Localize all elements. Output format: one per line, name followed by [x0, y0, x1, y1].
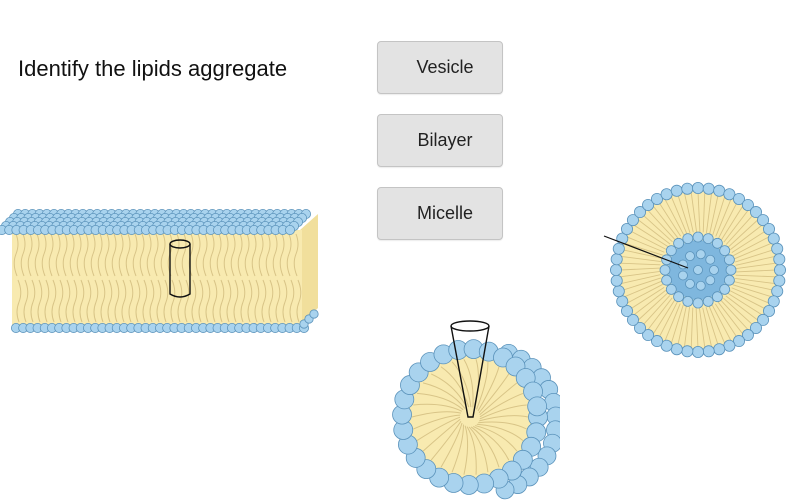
- answer-label-vesicle: Vesicle: [416, 57, 474, 77]
- vesicle-outer-heads: [609, 182, 786, 358]
- vesicle-tails: [619, 191, 777, 349]
- bilayer-top-heads: [0, 208, 311, 235]
- bilayer-bottom-heads: [10, 309, 319, 334]
- vesicle-pointer-line: [603, 235, 689, 269]
- answer-button-bilayer[interactable]: Bilayer: [377, 114, 503, 167]
- micelle-tails: [411, 359, 529, 475]
- answer-button-micelle[interactable]: Micelle: [377, 187, 503, 240]
- bilayer-cylinder-marker: [169, 239, 191, 298]
- answer-button-vesicle[interactable]: Vesicle: [377, 41, 503, 94]
- bilayer-side-face: [300, 214, 318, 326]
- answer-label-micelle: Micelle: [416, 203, 473, 223]
- answer-label-bilayer: Bilayer: [417, 130, 473, 150]
- vesicle-inner-heads: [659, 231, 737, 309]
- micelle-illustration[interactable]: [380, 315, 560, 500]
- question-prompt: Identify the lipids aggregate: [18, 56, 288, 81]
- lipid-bilayer-illustration[interactable]: [0, 200, 330, 350]
- micelle-cone-marker: [450, 320, 490, 418]
- bilayer-tails: [13, 233, 302, 323]
- vesicle-illustration[interactable]: [600, 180, 800, 365]
- micelle-heads: [392, 339, 548, 495]
